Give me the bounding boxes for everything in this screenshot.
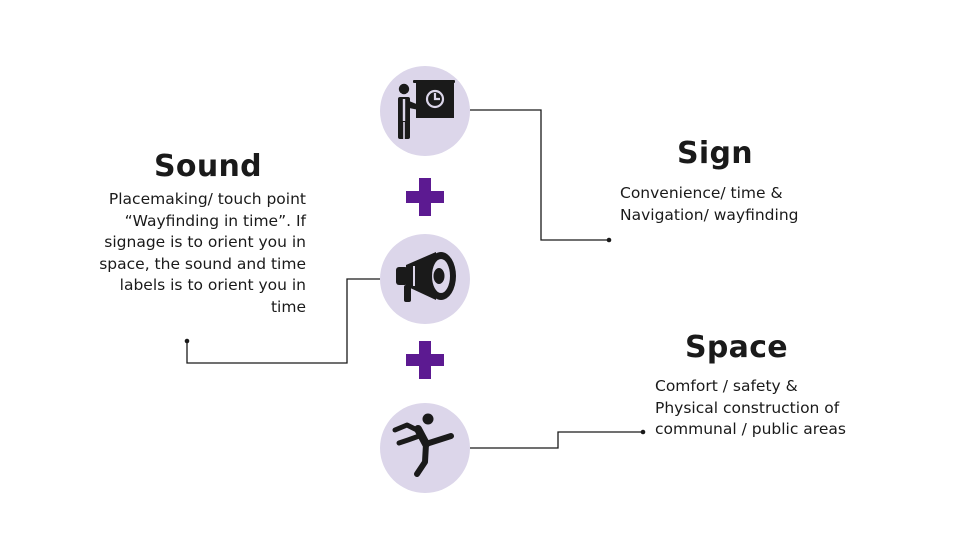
sound-line: labels is to orient you in [119, 276, 306, 294]
space-title: Space [685, 330, 788, 365]
sign-title: Sign [677, 136, 753, 171]
sound-line: “Wayfinding in time”. If [124, 211, 306, 230]
sound-connector [186, 278, 380, 364]
space-line: communal / public areas [655, 420, 846, 438]
plus-icon [406, 178, 444, 216]
space-connector [470, 431, 643, 449]
sound-line: Placemaking/ touch point [108, 190, 306, 208]
space-line: Physical construction of [655, 398, 840, 417]
sign-line: Navigation/ wayfinding [620, 205, 799, 224]
space-icon-circle [380, 403, 470, 493]
space-description: Comfort / safety & Physical construction… [655, 376, 846, 441]
sound-line: space, the sound and time [99, 254, 306, 273]
sign-connector-dot [606, 237, 612, 243]
space-line: Comfort / safety & [655, 377, 798, 395]
sign-description: Convenience/ time & Navigation/ wayfindi… [620, 183, 799, 226]
plus-icon [406, 341, 444, 379]
sound-description: Placemaking/ touch point “Wayfinding in … [99, 189, 306, 318]
sign-connector [470, 109, 609, 241]
sound-line: time [270, 297, 306, 316]
presenter-board-icon [398, 80, 455, 140]
kicking-person-icon [392, 413, 454, 477]
sound-title: Sound [154, 149, 262, 184]
sign-icon-circle [380, 66, 470, 156]
sound-connector-dot [184, 338, 190, 344]
megaphone-icon [396, 252, 456, 302]
sound-line: signage is to orient you in [104, 233, 306, 251]
sound-icon-circle [380, 234, 470, 324]
space-connector-dot [640, 429, 646, 435]
sign-line: Convenience/ time & [620, 184, 783, 202]
